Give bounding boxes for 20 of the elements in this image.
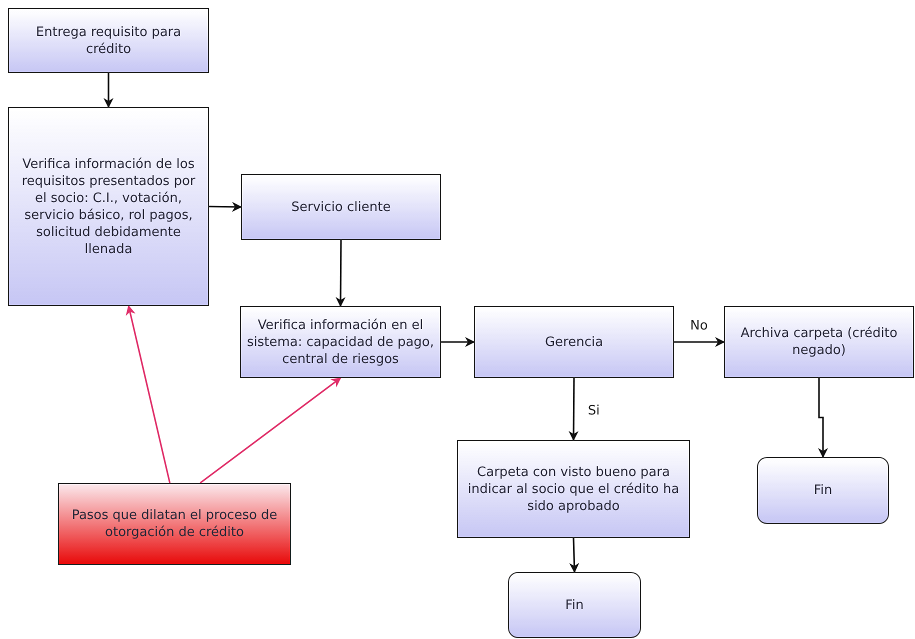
process-box: Gerencia <box>474 306 674 378</box>
arrow <box>126 305 171 484</box>
process-box: Verifica información en el sistema: capacidad de pago, central de riesgos <box>240 306 441 378</box>
arrow <box>569 538 580 573</box>
process-box: Carpeta con visto bueno para indicar al socio que el crédito ha sido aprobado <box>457 440 690 538</box>
arrow <box>818 378 828 458</box>
terminal-box: Fin <box>508 572 641 638</box>
process-box: Archiva carpeta (crédito negado) <box>724 306 914 378</box>
arrow <box>336 240 346 307</box>
arrow <box>104 73 114 108</box>
arrow <box>441 337 475 347</box>
arrow <box>568 378 579 441</box>
process-box: Verifica información de los requisitos presentados por el socio: C.I., votación, servicio básico, rol pagos, solicitud debidamente llenada <box>8 107 209 306</box>
terminal-box: Fin <box>757 457 889 524</box>
arrow <box>208 202 242 212</box>
process-box: Entrega requisito para crédito <box>8 8 209 73</box>
arrow <box>200 377 342 484</box>
process-box: Servicio cliente <box>241 174 441 240</box>
note-box: Pasos que dilatan el proceso de otorgación de crédito <box>58 483 291 565</box>
arrow <box>674 337 725 347</box>
